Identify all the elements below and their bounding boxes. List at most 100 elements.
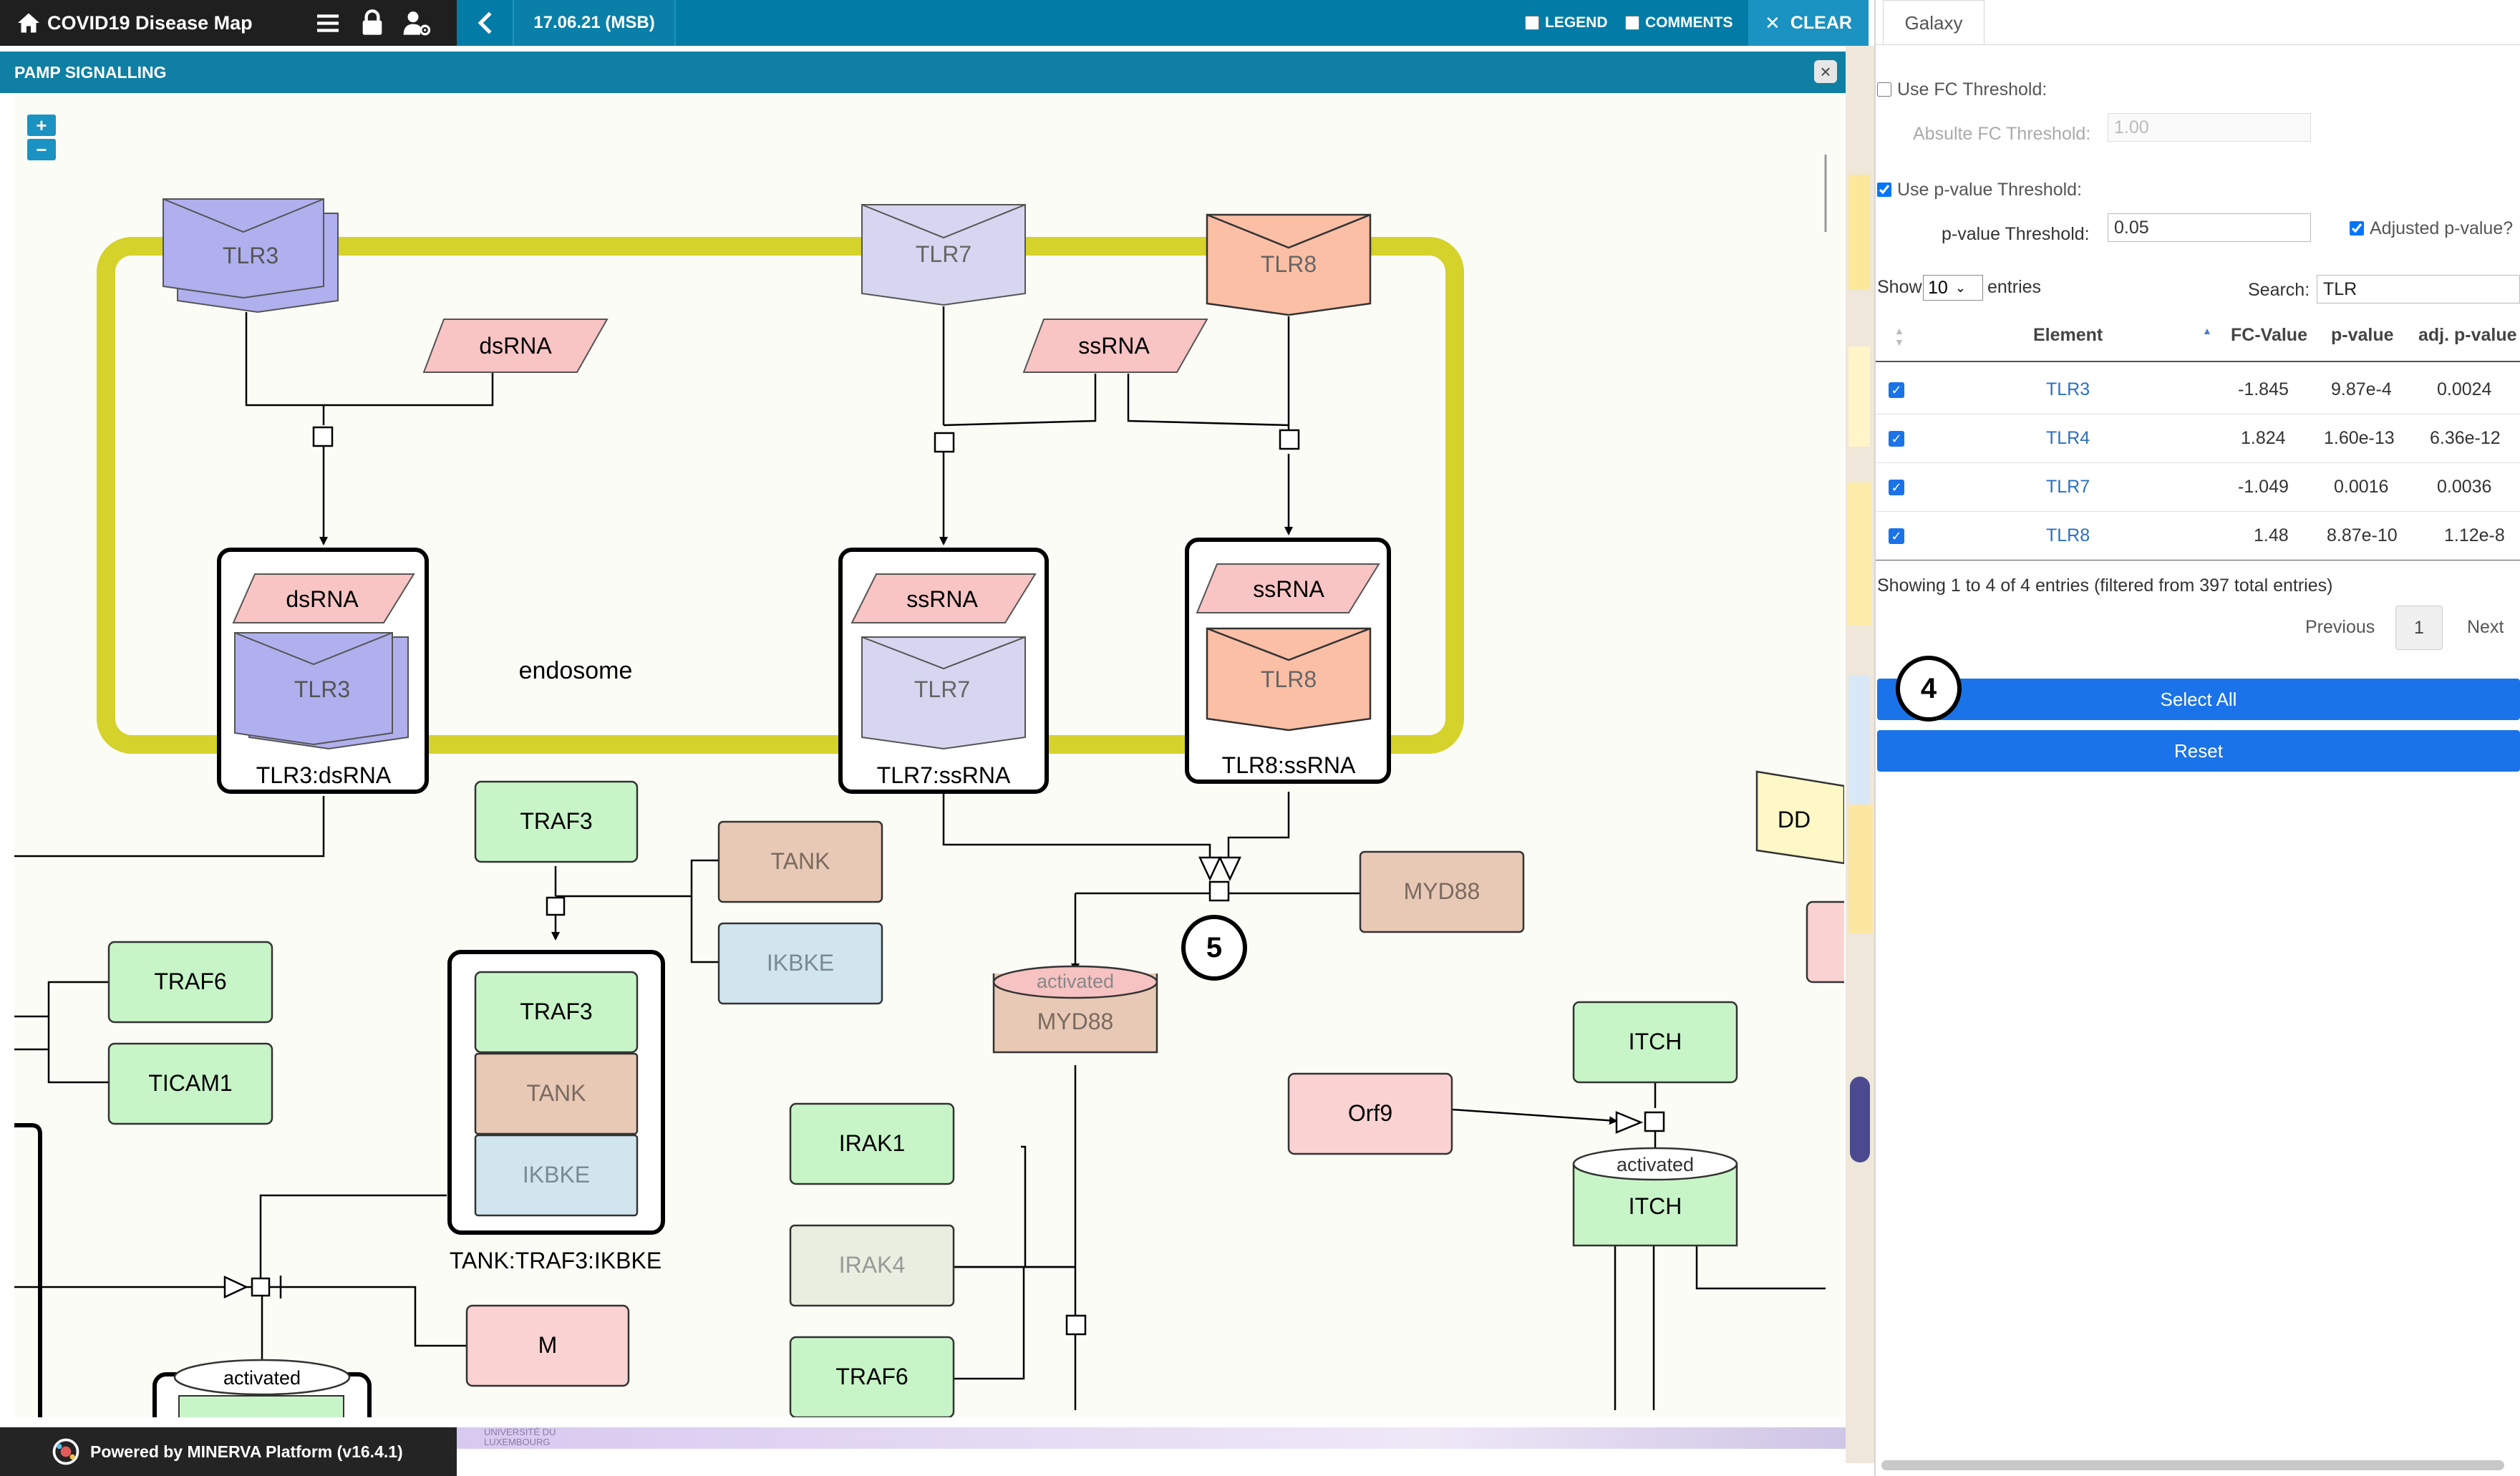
dsrna-node[interactable]: dsRNA (422, 319, 609, 373)
use-fc-checkbox[interactable] (1877, 82, 1891, 97)
row-checkbox[interactable]: ✓ (1889, 528, 1904, 544)
endosome-label: endosome (519, 657, 633, 684)
column-adj-p-value[interactable]: adj. p-value (2418, 325, 2517, 345)
ssrna-node[interactable]: ssRNA (1022, 319, 1208, 373)
previous-page-button[interactable]: Previous (2305, 617, 2375, 637)
adjusted-p-label: Adjusted p-value? (2370, 218, 2514, 238)
p-threshold-input[interactable]: 0.05 (2108, 213, 2311, 242)
myd88-node[interactable]: MYD88 (1359, 850, 1525, 933)
close-icon: × (1820, 60, 1831, 82)
use-fc-threshold[interactable]: Use FC Threshold: (1877, 77, 2047, 102)
column-fc-value[interactable]: FC-Value (2231, 325, 2307, 345)
adjusted-p-toggle[interactable]: Adjusted p-value? (2350, 216, 2513, 241)
step-marker-5: 5 (1181, 915, 1247, 981)
traf6-label-center: TRAF6 (835, 1364, 908, 1389)
zoom-in-button[interactable]: + (27, 115, 56, 136)
ikbke-node[interactable]: IKBKE (717, 922, 883, 1005)
ssrna-label: ssRNA (1078, 333, 1150, 359)
table-header-border (1876, 361, 2520, 362)
fc-threshold-label: Absulte FC Threshold: (1913, 123, 2091, 144)
traf3-node[interactable]: TRAF3 (474, 780, 639, 863)
tank-node[interactable]: TANK (717, 820, 883, 903)
reset-button[interactable]: Reset (1877, 730, 2520, 772)
select-all-button[interactable]: Select All (1877, 679, 2520, 720)
tab-galaxy[interactable]: Galaxy (1883, 0, 1984, 45)
column-element[interactable]: Element (2033, 325, 2103, 345)
activated-node-bottom-left[interactable]: activated (152, 1359, 372, 1417)
traf6-node-center[interactable]: TRAF6 (789, 1336, 955, 1417)
legend-label: LEGEND (1545, 14, 1608, 31)
dsrna-label: dsRNA (479, 333, 552, 359)
complex-ssrna-label-2: ssRNA (1253, 576, 1324, 602)
tlr3-node[interactable]: TLR3 (163, 198, 339, 314)
comments-checkbox[interactable] (1625, 16, 1639, 30)
use-p-label: Use p-value Threshold: (1897, 179, 2083, 200)
clear-button[interactable]: ✕ CLEAR (1748, 0, 1869, 46)
use-p-threshold[interactable]: Use p-value Threshold: (1877, 178, 2082, 202)
myd88-activated-node[interactable]: activated MYD88 (992, 965, 1158, 1054)
table-cell-element[interactable]: TLR3 (2046, 379, 2090, 399)
uni-line-2: LUXEMBOURG (484, 1437, 551, 1447)
table-cell-adjp: 6.36e-12 (2430, 428, 2501, 448)
row-checkbox[interactable]: ✓ (1889, 431, 1904, 447)
itch-activated-node[interactable]: activated ITCH (1572, 1147, 1738, 1247)
sort-icon[interactable]: ▲▼ (1894, 325, 1904, 348)
home-icon[interactable] (16, 10, 42, 36)
row-checkbox[interactable]: ✓ (1889, 480, 1904, 495)
table-cell-element[interactable]: TLR8 (2046, 525, 2090, 545)
column-p-value[interactable]: p-value (2331, 325, 2394, 345)
map-close-button[interactable]: × (1814, 60, 1837, 83)
p-threshold-label: p-value Threshold: (1942, 223, 2090, 244)
tlr8-label: TLR8 (1261, 251, 1317, 277)
table-cell-p: 0.0016 (2334, 477, 2389, 497)
user-settings-icon[interactable] (402, 9, 431, 37)
tlr3-dsrna-complex[interactable]: dsRNA TLR3 TLR3:dsRNA (217, 548, 429, 794)
tlr7-label: TLR7 (916, 241, 971, 267)
zoom-out-button[interactable]: − (27, 139, 56, 160)
row-checkbox[interactable]: ✓ (1889, 382, 1904, 398)
legend-checkbox[interactable] (1525, 16, 1539, 30)
traf6-label-left: TRAF6 (154, 968, 226, 994)
ticam1-node[interactable]: TICAM1 (107, 1042, 273, 1125)
sort-asc-icon[interactable]: ▲ (2202, 325, 2212, 336)
map-canvas[interactable]: endosome (14, 93, 1844, 1417)
adjusted-p-checkbox[interactable] (2350, 221, 2364, 236)
lock-icon[interactable] (358, 9, 387, 37)
irak1-node[interactable]: IRAK1 (789, 1102, 955, 1185)
table-cell-element[interactable]: TLR4 (2046, 428, 2090, 448)
show-entries-value: 10 (1928, 277, 1948, 298)
partial-node-right[interactable] (1806, 900, 1844, 984)
tlr8-node[interactable]: TLR8 (1206, 213, 1372, 316)
page-1-button[interactable]: 1 (2395, 606, 2443, 650)
next-page-button[interactable]: Next (2467, 617, 2504, 637)
ticam1-label: TICAM1 (148, 1070, 232, 1096)
menu-icon[interactable] (314, 9, 342, 37)
panel-horizontal-scrollbar[interactable] (1881, 1460, 2504, 1470)
comments-toggle[interactable]: COMMENTS (1625, 0, 1733, 46)
dd-node[interactable]: DD (1755, 770, 1844, 865)
fc-threshold-input[interactable]: 1.00 (2108, 113, 2311, 142)
table-cell-element[interactable]: TLR7 (2046, 477, 2090, 497)
zoom-in-icon: + (36, 114, 47, 136)
complex-tank-label: TANK (527, 1080, 586, 1106)
table-info: Showing 1 to 4 of 4 entries (filtered fr… (1877, 576, 2333, 596)
orf9-node[interactable]: Orf9 (1287, 1072, 1453, 1155)
irak4-node[interactable]: IRAK4 (789, 1224, 955, 1307)
itch-node[interactable]: ITCH (1572, 1001, 1738, 1084)
search-input[interactable]: TLR (2317, 275, 2520, 304)
m-node[interactable]: M (465, 1304, 630, 1387)
irak4-label: IRAK4 (839, 1252, 905, 1278)
partial-complex-left (14, 1123, 42, 1417)
tlr8-ssrna-complex[interactable]: ssRNA TLR8 TLR8:ssRNA (1185, 538, 1391, 784)
collapse-button[interactable] (462, 0, 508, 46)
legend-toggle[interactable]: LEGEND (1525, 0, 1608, 46)
tlr7-ssrna-complex[interactable]: ssRNA TLR7 TLR7:ssRNA (838, 548, 1049, 794)
use-p-checkbox[interactable] (1877, 183, 1891, 197)
show-entries-select[interactable]: 10 ⌄ (1923, 275, 1983, 301)
tlr7-node[interactable]: TLR7 (861, 204, 1026, 306)
entries-label: entries (1987, 276, 2042, 297)
pathway-diagram[interactable]: endosome (14, 93, 1844, 1417)
traf6-node-left[interactable]: TRAF6 (107, 941, 273, 1024)
date-chip[interactable]: 17.06.21 (MSB) (513, 0, 676, 46)
tank-traf3-ikbke-complex[interactable]: TRAF3 TANK IKBKE TANK:TRAF3:IKBKE (447, 950, 665, 1273)
